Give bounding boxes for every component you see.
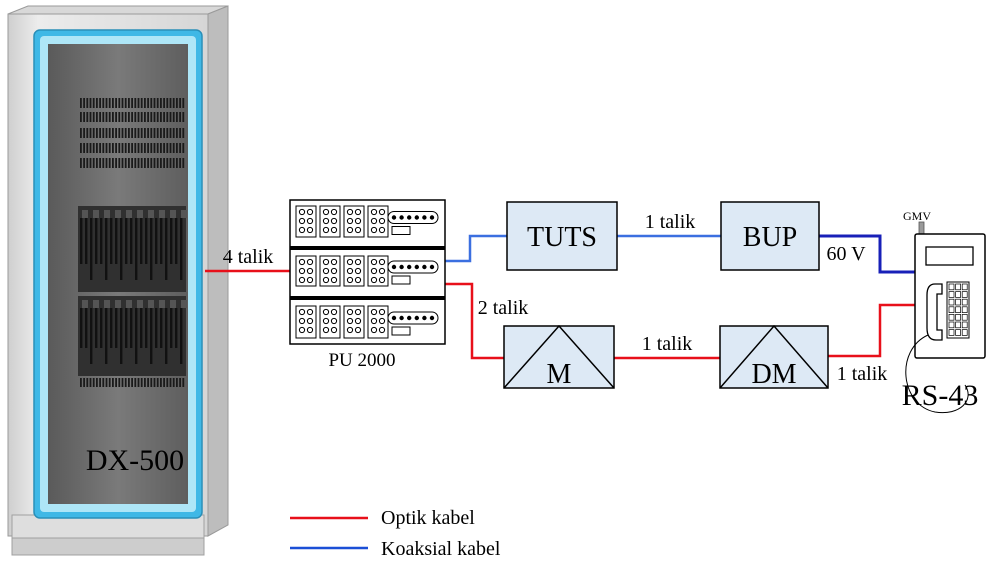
tuts-label: TUTS bbox=[527, 222, 597, 253]
label-pu-m: 2 talik bbox=[478, 297, 529, 319]
cable-pu-m bbox=[443, 282, 504, 360]
phone-cord bbox=[905, 334, 969, 414]
legend: Optik kabel Koaksial kabel bbox=[290, 507, 501, 560]
block-tuts: TUTS bbox=[506, 201, 618, 271]
label-dm-phone: 1 talik bbox=[837, 363, 888, 385]
bup-label: BUP bbox=[743, 222, 797, 253]
label-m-dm: 1 talik bbox=[642, 333, 693, 355]
block-dm: DM bbox=[719, 324, 829, 390]
phone-label: RS-43 bbox=[902, 379, 979, 412]
dx500-rack: DX-500 bbox=[7, 5, 229, 556]
phone-display bbox=[925, 246, 974, 266]
legend-optic-label: Optik kabel bbox=[381, 507, 475, 529]
antenna-label: GMV bbox=[903, 209, 931, 223]
label-tuts-bup: 1 talik bbox=[645, 211, 696, 233]
block-bup: BUP bbox=[720, 201, 820, 271]
rack-modules bbox=[78, 98, 187, 387]
cables bbox=[205, 234, 916, 360]
label-rack-pu: 4 talik bbox=[223, 246, 274, 268]
cable-bup-phone bbox=[819, 234, 916, 274]
label-bup-phone: 60 V bbox=[826, 243, 866, 265]
phone-rs43: GMV RS-43 bbox=[902, 209, 986, 414]
dm-label: DM bbox=[751, 359, 796, 390]
rack-label: DX-500 bbox=[86, 444, 184, 477]
handset-icon bbox=[926, 283, 943, 341]
m-label: M bbox=[547, 359, 572, 390]
block-m: M bbox=[503, 324, 615, 390]
cable-pu-tuts bbox=[443, 234, 507, 263]
legend-coax-label: Koaksial kabel bbox=[381, 538, 501, 560]
pu2000-unit: PU 2000 bbox=[289, 199, 446, 371]
keypad-icon bbox=[946, 281, 970, 339]
cable-dm-phone bbox=[828, 303, 916, 358]
pu-label: PU 2000 bbox=[328, 350, 395, 371]
